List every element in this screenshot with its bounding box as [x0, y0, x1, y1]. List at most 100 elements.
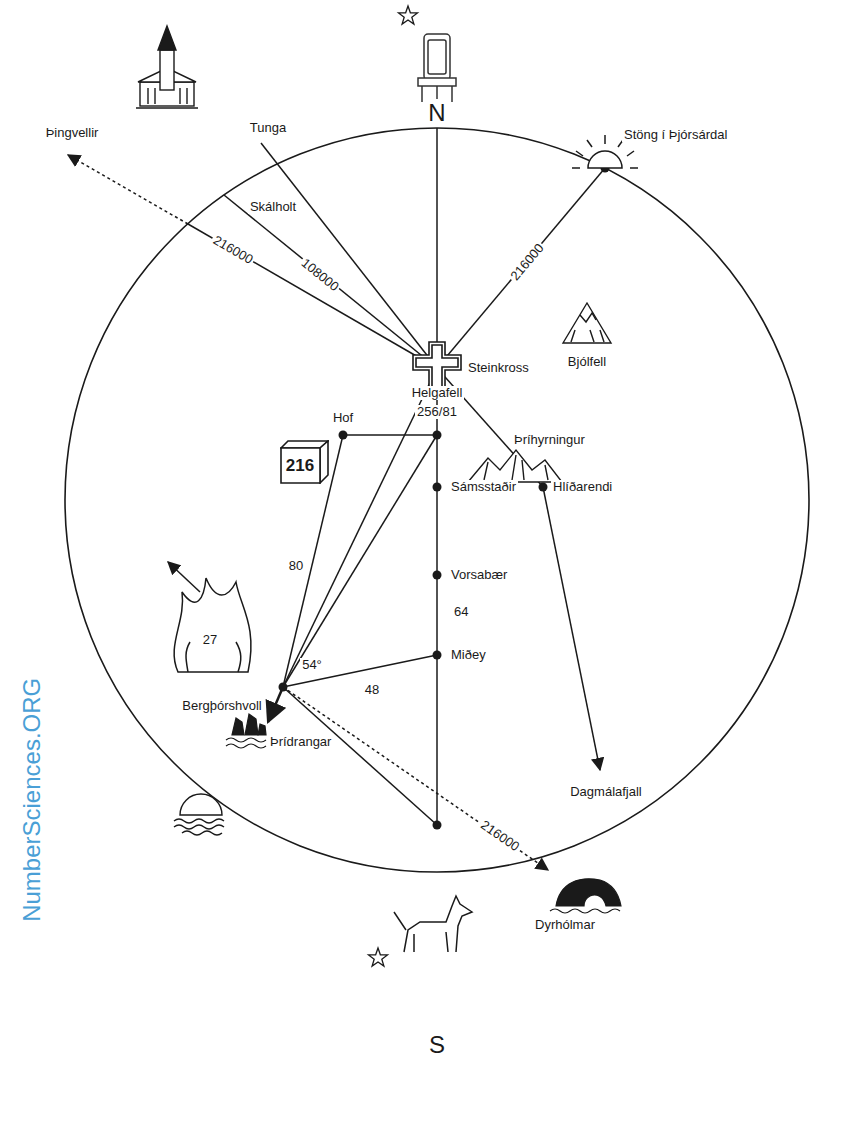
- drawing-part: [433, 821, 442, 830]
- rocks-icon: [226, 714, 266, 748]
- drawing-part: [433, 483, 442, 492]
- drawing-part: [394, 896, 472, 952]
- drawing-part: [226, 738, 266, 742]
- drawing-part: [188, 224, 437, 368]
- drawing-part: [174, 819, 224, 823]
- drawing-part: [604, 135, 606, 144]
- compass-circle: [65, 128, 809, 872]
- place-name: Sámsstaðir: [449, 480, 518, 495]
- drawing-part: [416, 345, 458, 391]
- drawing-part: [484, 462, 488, 480]
- drawing-part: [539, 483, 548, 492]
- drawing-part: [576, 151, 583, 156]
- drawing-part: [283, 687, 548, 870]
- drawing-part: [236, 642, 241, 672]
- compass-point: N: [426, 99, 447, 127]
- place-name: Hof: [331, 411, 355, 426]
- drawing-part: [68, 155, 188, 224]
- drawing-part: [433, 431, 442, 440]
- drawing-part: [543, 487, 600, 770]
- drawing-part: [572, 167, 580, 169]
- drawing-part: [433, 651, 442, 660]
- place-name: Dyrhólmar: [533, 918, 597, 933]
- drawing-part: [268, 687, 283, 722]
- drawing-part: [283, 655, 437, 687]
- church-icon: [136, 26, 198, 108]
- drawing-part: [600, 330, 604, 342]
- drawing-part: [468, 450, 562, 482]
- place-name: Vorsabær: [449, 568, 509, 583]
- drawing-part: [224, 195, 437, 368]
- place-name: Stöng í Þjórsárdal: [622, 128, 729, 143]
- drawing-part: [136, 107, 198, 108]
- angle-label: 54°: [300, 658, 324, 673]
- cube-box: 216: [280, 440, 329, 484]
- sunset-icon: [174, 794, 224, 835]
- drawing-part: [232, 718, 244, 735]
- drawing-part: [261, 143, 437, 368]
- drawing-part: [590, 330, 594, 342]
- place-dots: [279, 164, 610, 830]
- drawing-part: [421, 86, 423, 102]
- drawing-part: [433, 571, 442, 580]
- drawing-part: [418, 78, 456, 86]
- drawing-part: [226, 744, 266, 748]
- sight-lines: [68, 128, 605, 870]
- drawing-part: [258, 724, 266, 735]
- watermark: NumberSciences.ORG: [18, 676, 46, 924]
- drawing-part: [436, 393, 438, 825]
- drawing-part: [399, 6, 418, 24]
- drawing-part: [168, 562, 200, 592]
- ratio-number: 256/81: [415, 405, 459, 420]
- place-name: Helgafell: [410, 386, 465, 401]
- distance-number: 64: [452, 605, 470, 620]
- drawing-part: [180, 794, 222, 815]
- place-name: Dagmálafjall: [568, 785, 644, 800]
- distance-number: 48: [363, 683, 381, 698]
- drawing-part: [424, 34, 450, 80]
- drawing-part: [343, 434, 437, 436]
- drawing-part: [65, 128, 809, 872]
- place-name: Tunga: [248, 121, 288, 136]
- drawing-part: [428, 40, 446, 74]
- dog-icon: [394, 896, 472, 952]
- place-name: Þríhyrningur: [512, 433, 587, 448]
- star-icon: [369, 6, 418, 966]
- place-name: Miðey: [449, 648, 488, 663]
- place-name: Þingvellir: [44, 126, 101, 141]
- distance-number: 80: [287, 559, 305, 574]
- drawing-part: [339, 431, 348, 440]
- place-name: Þrídrangar: [268, 735, 333, 750]
- drawing-part: [588, 151, 622, 168]
- callout-number: 27: [201, 633, 219, 648]
- drawing-part: [436, 128, 438, 343]
- distance-number: 216000: [476, 816, 524, 855]
- drawing-part: [580, 313, 596, 322]
- place-name: Bjólfell: [566, 355, 608, 370]
- cube-number: 216: [280, 448, 320, 484]
- distance-number: 216000: [209, 232, 258, 269]
- place-name: Steinkross: [466, 361, 531, 376]
- sea-rock-icon: [550, 879, 621, 913]
- drawing-part: [283, 368, 437, 687]
- drawing-part: [451, 86, 453, 102]
- drawing-part: [160, 50, 174, 90]
- drawing-part: [179, 88, 180, 104]
- drawing-part: [550, 909, 620, 913]
- mountain-range-icon: [468, 450, 562, 482]
- drawing-part: [563, 303, 611, 343]
- mountain-icon: [563, 303, 611, 343]
- distance-number: 216000: [507, 239, 549, 285]
- drawing-part: [522, 460, 524, 480]
- drawing-part: [545, 465, 548, 480]
- drawing-part: [279, 683, 288, 692]
- fire-icon: [174, 578, 251, 672]
- drawing-part: [556, 879, 621, 906]
- drawing-part: [158, 26, 176, 50]
- drawing-part: [627, 151, 634, 156]
- place-name: Bergþórshvoll: [180, 699, 264, 714]
- cube-face: [320, 441, 328, 483]
- drawing-part: [587, 140, 592, 147]
